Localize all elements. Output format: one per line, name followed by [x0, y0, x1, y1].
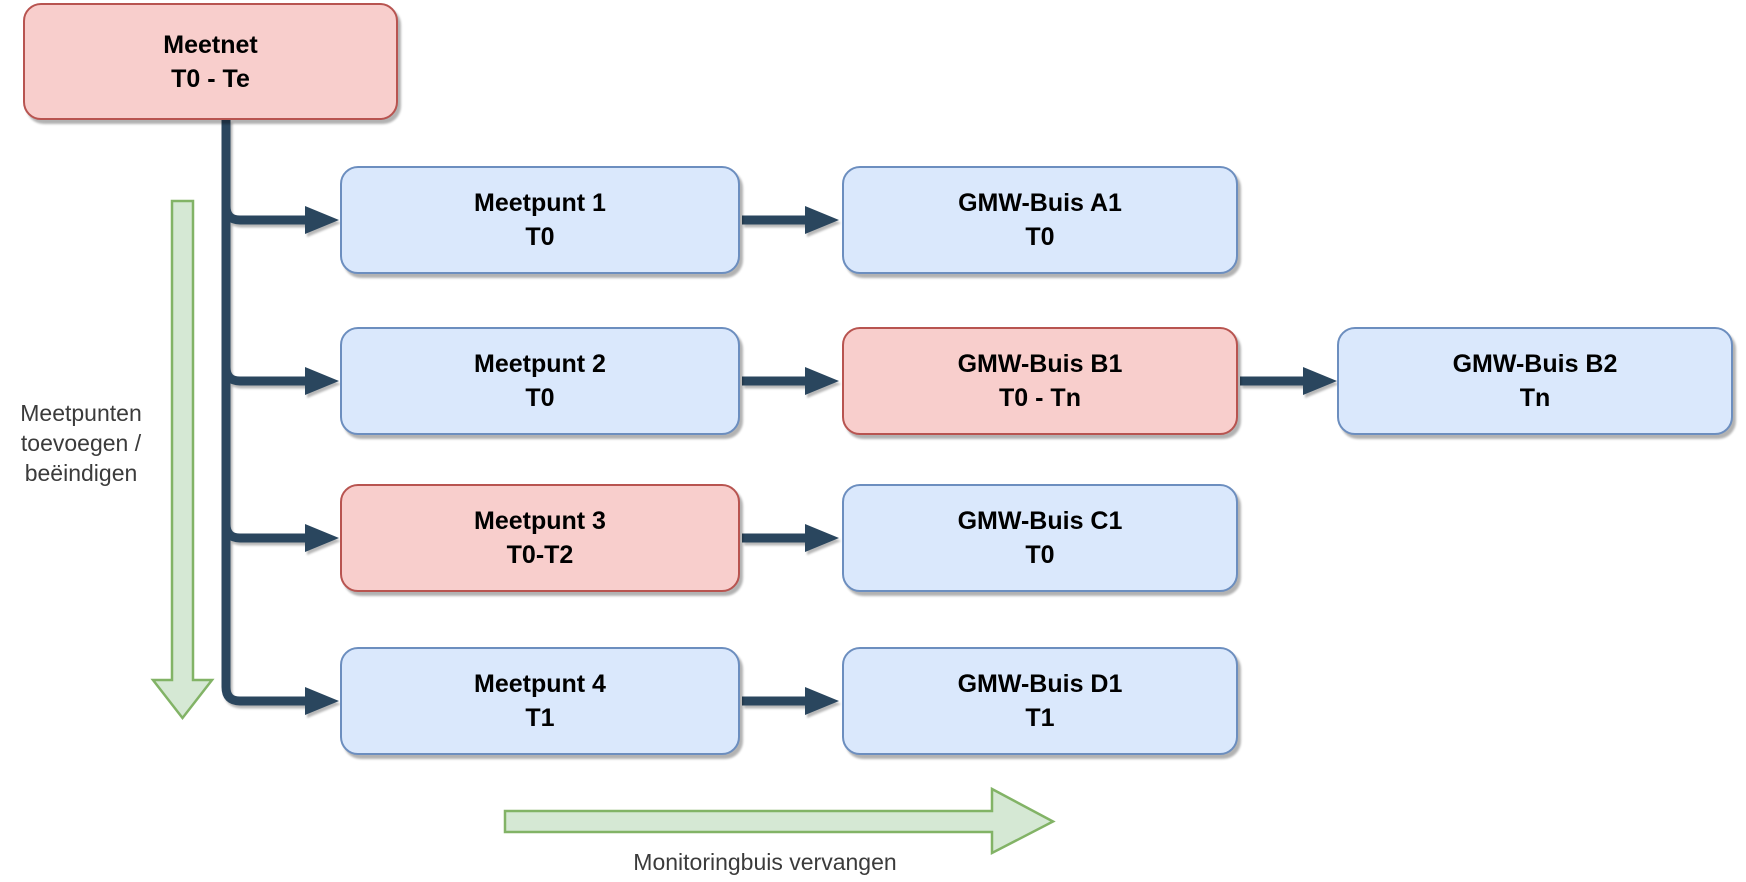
node-subtitle: T1 [1025, 704, 1055, 732]
node-gmw-buis-b1: GMW-Buis B1 T0 - Tn [842, 327, 1238, 435]
node-title: GMW-Buis B1 [957, 350, 1123, 378]
node-subtitle: T0 - Te [171, 64, 250, 93]
node-title: Meetpunt 2 [474, 350, 606, 378]
node-meetpunt-4: Meetpunt 4 T1 [340, 647, 740, 755]
node-gmw-buis-b2: GMW-Buis B2 Tn [1337, 327, 1733, 435]
node-gmw-buis-d1: GMW-Buis D1 T1 [842, 647, 1238, 755]
edge-meetnet-to-meetpunt2 [221, 120, 306, 386]
node-title: Meetpunt 1 [474, 189, 606, 217]
left-arrow-label: Meetpunten toevoegen / beëindigen [20, 400, 142, 486]
flow-arrows [150, 199, 1056, 856]
node-gmw-buis-a1: GMW-Buis A1 T0 [842, 166, 1238, 274]
edge-meetnet-to-meetpunt4 [221, 120, 306, 706]
node-title: Meetpunt 3 [474, 507, 606, 535]
arrowhead [305, 524, 339, 552]
edge-meetnet-to-meetpunt1 [221, 120, 306, 225]
arrowhead [805, 524, 839, 552]
node-meetpunt-2: Meetpunt 2 T0 [340, 327, 740, 435]
node-subtitle: T0 [525, 223, 555, 251]
arrowhead [805, 367, 839, 395]
right-flow-arrow [503, 786, 1056, 856]
arrowhead [305, 206, 339, 234]
node-meetnet: Meetnet T0 - Te [23, 3, 398, 120]
node-subtitle: T0-T2 [506, 541, 574, 569]
node-gmw-buis-c1: GMW-Buis C1 T0 [842, 484, 1238, 592]
arrowhead [805, 687, 839, 715]
down-flow-arrow [150, 199, 215, 721]
node-subtitle: T1 [525, 704, 555, 732]
node-meetpunt-3: Meetpunt 3 T0-T2 [340, 484, 740, 592]
edge-meetnet-to-meetpunt3 [221, 120, 306, 543]
node-subtitle: T0 [1025, 541, 1055, 569]
node-title: GMW-Buis D1 [957, 670, 1123, 698]
node-meetpunt-1: Meetpunt 1 T0 [340, 166, 740, 274]
node-title: Meetnet [163, 30, 258, 59]
node-title: GMW-Buis A1 [958, 189, 1122, 217]
arrowhead [1303, 367, 1337, 395]
node-subtitle: Tn [1519, 384, 1551, 412]
node-title: GMW-Buis B2 [1452, 350, 1618, 378]
arrowheads [305, 206, 1337, 715]
node-subtitle: T0 - Tn [999, 384, 1081, 412]
bottom-arrow-label: Monitoringbuis vervangen [633, 849, 897, 875]
tree-edges [221, 120, 1304, 706]
node-subtitle: T0 [525, 384, 555, 412]
arrowhead [805, 206, 839, 234]
node-title: Meetpunt 4 [474, 670, 606, 698]
node-subtitle: T0 [1025, 223, 1055, 251]
arrowhead [305, 687, 339, 715]
arrowhead [305, 367, 339, 395]
node-title: GMW-Buis C1 [957, 507, 1123, 535]
